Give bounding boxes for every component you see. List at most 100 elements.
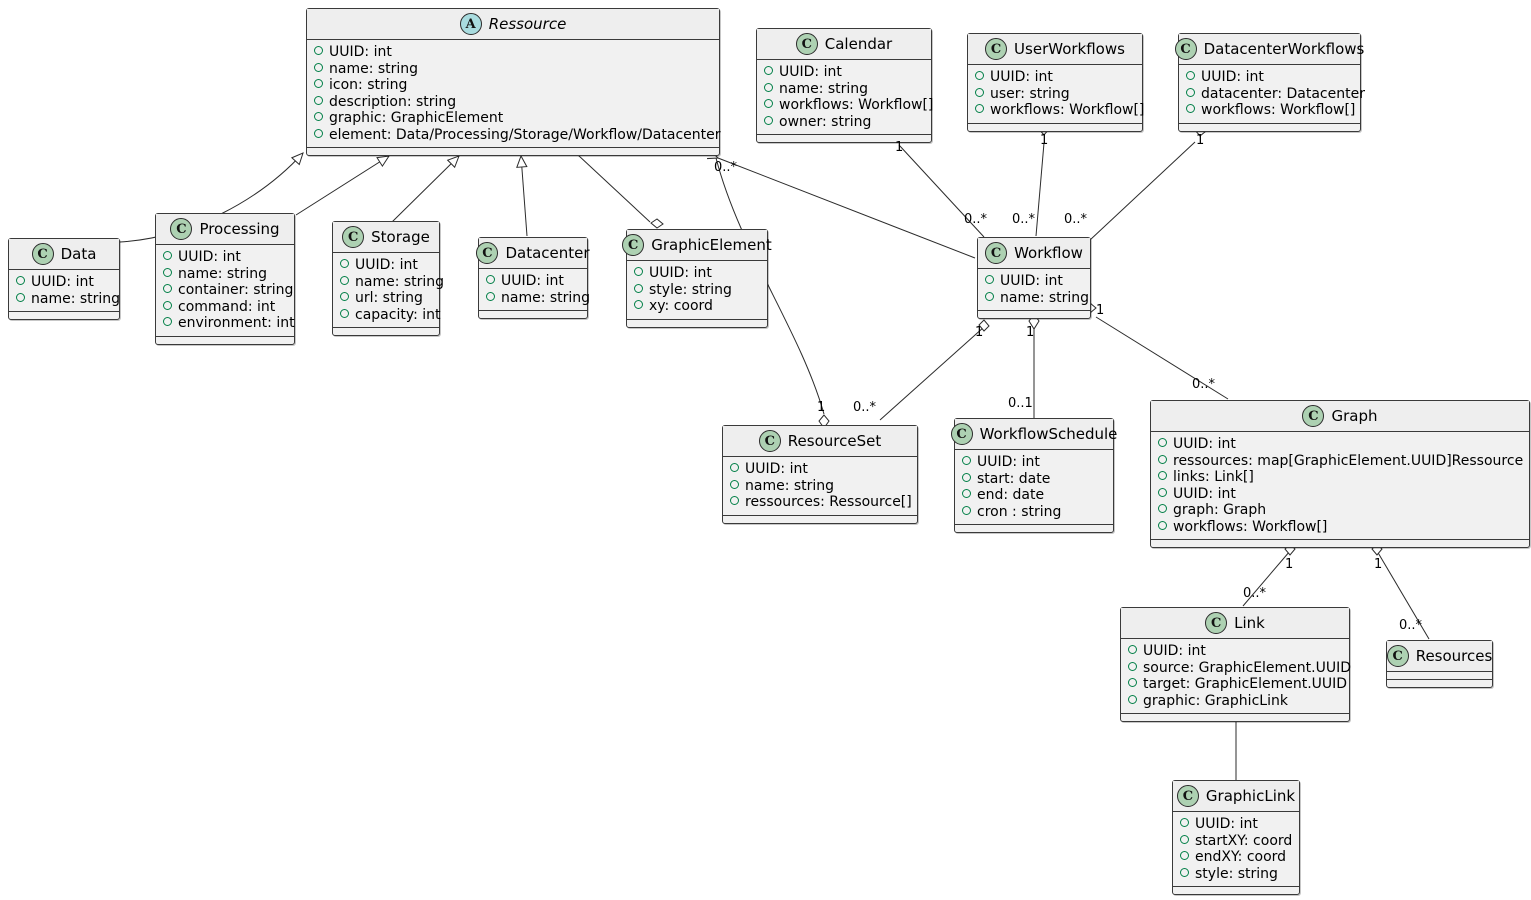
class-attribute: command: int [163,299,287,316]
class-attribute: xy: coord [634,298,760,315]
visibility-public-icon [163,300,172,310]
multiplicity-label: 1 [1096,303,1105,318]
class-attribute: UUID: int [314,44,712,61]
attribute-text: name: string [501,289,591,306]
class-attribute: ressources: map[GraphicElement.UUID]Ress… [1158,453,1523,470]
visibility-public-icon [634,267,643,276]
visibility-public-icon [634,283,643,293]
class-attribute: name: string [314,61,712,78]
attribute-text: UUID: int [649,265,712,281]
visibility-public-icon [1180,851,1189,860]
class-methods-workflowschedule [955,525,1113,532]
class-methods-datacenterworkflows [1179,124,1360,131]
class-attribute: endXY: coord [1180,849,1292,866]
class-attribute: UUID: int [1158,436,1522,453]
class-methods-graphicelement [627,320,767,327]
class-name-datacenter: Datacenter [505,244,590,262]
attribute-text: UUID: int [977,454,1040,470]
multiplicity-label: 0..1 [1008,396,1033,411]
class-methods-processing [156,337,294,344]
class-attribute: UUID: int [1128,643,1342,660]
edge-workflow-resourceset [879,326,985,421]
class-attribute: name: string [340,274,444,291]
visibility-public-icon [1180,834,1189,844]
class-icon: C [1302,405,1325,427]
class-icon: C [985,38,1008,60]
class-attribute: UUID: int [340,257,432,274]
multiplicity-label: 1 [817,400,826,415]
class-name-graphicelement: GraphicElement [651,236,772,254]
class-name-graph: Graph [1331,407,1378,425]
class-attribute: graphic: GraphicElement [314,110,712,127]
visibility-public-icon [314,46,323,55]
class-icon: C [1174,38,1197,60]
multiplicity-label: 0..* [853,400,877,415]
class-attribute: name: string [985,290,1089,307]
class-attribute: UUID: int [486,273,580,290]
edge-datacenter-ressource [516,154,528,237]
attribute-text: container: string [178,282,294,298]
attribute-text: workflows: Workflow[] [779,97,934,113]
class-attribute: name: string [16,291,120,308]
visibility-public-icon [962,505,971,515]
class-attribute: element: Data/Processing/Storage/Workflo… [314,127,720,144]
class-attribute: owner: string [764,114,924,131]
attribute-text: end: date [977,487,1045,503]
class-attribute: startXY: coord [1180,833,1292,850]
visibility-public-icon [314,79,323,88]
attribute-text: cron : string [977,503,1062,520]
attribute-text: UUID: int [31,274,94,290]
visibility-public-icon [314,62,323,72]
attribute-text: UUID: int [178,249,241,265]
multiplicity-label: 0..* [1243,586,1267,601]
multiplicity-label: 1 [895,140,904,155]
class-attribute: UUID: int [962,454,1106,471]
attribute-text: UUID: int [355,257,418,273]
visibility-public-icon [1158,487,1167,497]
attribute-text: name: string [355,273,445,290]
class-icon: C [170,218,193,240]
visibility-public-icon [975,87,984,97]
attribute-text: UUID: int [329,44,392,60]
class-header-graph: C Graph [1151,401,1529,432]
class-methods-resourceset [723,516,917,523]
visibility-public-icon [486,275,495,284]
attribute-text: name: string [329,60,419,77]
class-attribute: icon: string [314,77,712,94]
attribute-text: UUID: int [779,64,842,80]
class-name-calendar: Calendar [824,35,893,53]
visibility-public-icon [340,308,349,318]
class-methods-data [9,312,119,319]
edge-userworkflows-workflow [1035,142,1045,237]
class-attribute: start: date [962,471,1106,488]
visibility-public-icon [1128,645,1137,654]
class-icon: C [1205,612,1228,634]
attribute-text: icon: string [329,77,408,93]
visibility-public-icon [163,267,172,277]
